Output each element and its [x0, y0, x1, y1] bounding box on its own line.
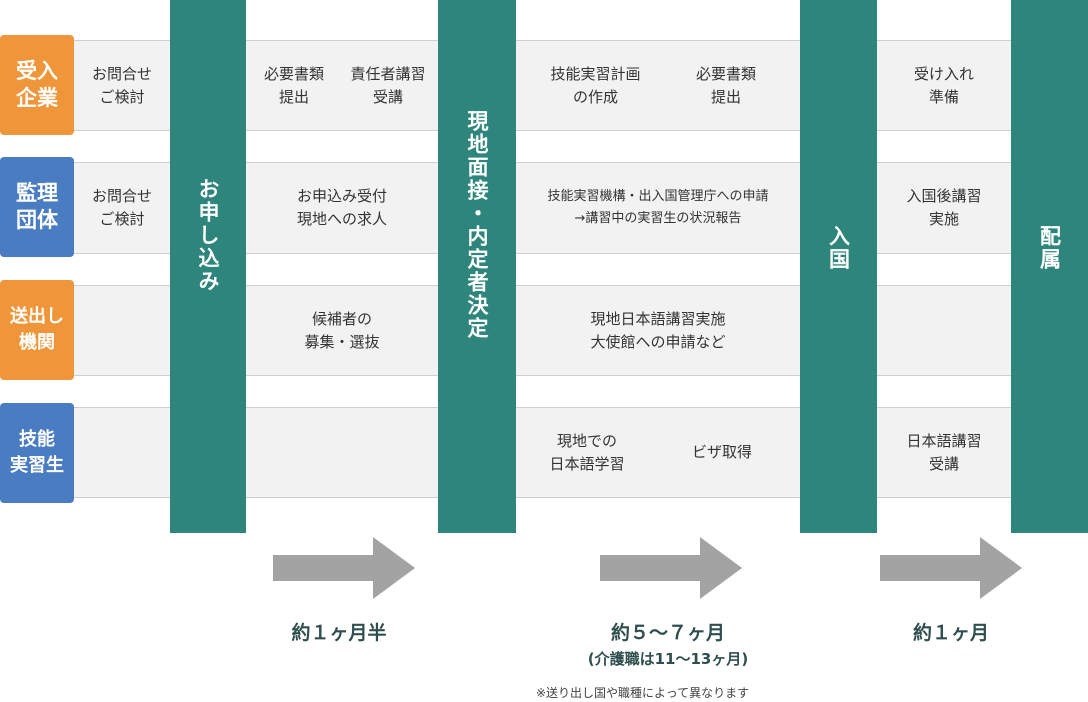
cell-supervising-inquiry: お問合せ ご検討 — [91, 187, 152, 228]
row-label-supervising: 監理 団体 — [0, 157, 74, 257]
milestone-assign: 配属 — [1011, 0, 1088, 533]
milestone-interview-label: 現地面接・内定者決定 — [465, 110, 489, 340]
right-arrow-icon — [600, 537, 742, 599]
milestone-assign-label: 配属 — [1037, 225, 1062, 271]
cell-company-reception-prep: 受け入れ 準備 — [913, 64, 974, 106]
cell-supervising-post-entry-training: 入国後講習 実施 — [906, 187, 982, 228]
cell-company-documents-2: 必要書類 提出 — [695, 64, 756, 106]
cell-company-inquiry: お問合せ ご検討 — [91, 64, 152, 106]
cell-company-documents: 必要書類 提出 — [263, 64, 324, 106]
row-label-company: 受入 企業 — [0, 35, 74, 135]
cell-supervising-application-report: 技能実習機構・出入国管理庁への申請 →講習中の実習生の状況報告 — [547, 189, 769, 226]
milestone-apply: お申し込み — [170, 0, 246, 533]
milestone-apply-label: お申し込み — [196, 178, 220, 293]
row-label-trainee: 技能 実習生 — [0, 403, 74, 503]
cell-trainee-language-study: 現地での 日本語学習 — [549, 431, 625, 473]
duration-phase-3: 約１ヶ月 — [912, 622, 989, 644]
duration-phase-2-sub: (介護職は11～13ヶ月) — [587, 650, 749, 668]
milestone-interview: 現地面接・内定者決定 — [438, 0, 516, 533]
row-label-sending: 送出し 機関 — [0, 280, 74, 380]
cell-supervising-application: お申込み受付 現地への求人 — [296, 187, 387, 228]
cell-sending-language-course: 現地日本語講習実施 大使館への申請など — [590, 309, 726, 351]
cell-company-manager-training: 責任者講習 受講 — [350, 64, 426, 106]
duration-phase-1: 約１ヶ月半 — [291, 622, 387, 644]
milestone-entry: 入国 — [800, 0, 877, 533]
footnote: ※送り出し国や職種によって異なります — [536, 686, 750, 700]
cell-trainee-visa: ビザ取得 — [691, 443, 752, 461]
milestone-entry-label: 入国 — [826, 225, 851, 271]
right-arrow-icon — [273, 537, 415, 599]
right-arrow-icon — [880, 537, 1022, 599]
cell-sending-recruitment: 候補者の 募集・選抜 — [304, 309, 380, 351]
duration-phase-2: 約５～７ヶ月 — [610, 622, 725, 644]
cell-trainee-japanese-course: 日本語講習 受講 — [906, 431, 982, 473]
cell-company-training-plan: 技能実習計画 の作成 — [550, 64, 641, 106]
